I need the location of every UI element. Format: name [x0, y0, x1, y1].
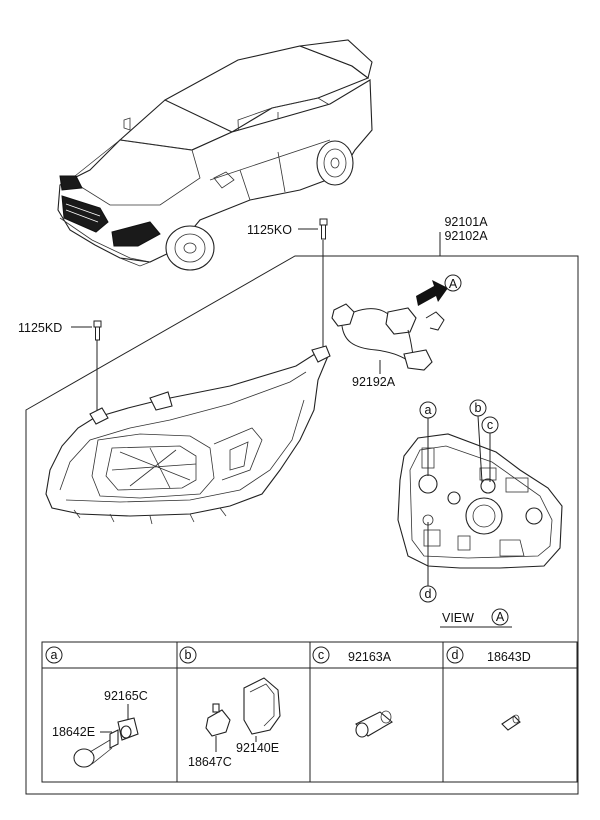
label-18643d: 18643D: [487, 650, 531, 664]
svg-text:c: c: [318, 648, 324, 662]
view-label-marker: [491, 608, 509, 626]
callout-c: c: [481, 416, 499, 482]
wiring-harness: [331, 303, 445, 371]
label-1125kd: 1125KD: [18, 321, 62, 335]
svg-text:A: A: [496, 610, 505, 624]
svg-text:a: a: [425, 403, 432, 417]
svg-text:d: d: [425, 587, 432, 601]
view-arrow-icon: [416, 280, 448, 306]
label-92101a: 92101A: [444, 215, 488, 229]
headlamp-assembly: [45, 345, 331, 525]
table-col-b: b 18647C 92140E: [179, 646, 281, 769]
svg-text:c: c: [487, 418, 493, 432]
bulb-18643d-icon: [501, 715, 521, 731]
svg-text:a: a: [51, 648, 58, 662]
svg-text:d: d: [452, 648, 459, 662]
label-92192a: 92192A: [352, 375, 396, 389]
callout-d: d: [419, 522, 437, 603]
label-92165c: 92165C: [104, 689, 148, 703]
view-label: VIEW: [442, 611, 474, 625]
bulb-18642e-icon: [73, 748, 95, 768]
headlamp-rear-view: [397, 433, 563, 569]
parts-table: [41, 641, 578, 783]
label-1125ko: 1125KO: [247, 223, 292, 237]
label-92102a: 92102A: [444, 229, 488, 243]
callout-b: b: [469, 399, 487, 483]
car-illustration: [57, 39, 373, 271]
svg-text:b: b: [185, 648, 192, 662]
view-marker-circle: [444, 274, 462, 292]
label-92163a: 92163A: [348, 650, 392, 664]
label-18642e: 18642E: [52, 725, 95, 739]
label-92140e: 92140E: [236, 741, 279, 755]
table-col-d: d 18643D: [446, 646, 531, 731]
table-col-a: a 92165C 18642E: [45, 646, 148, 768]
screw-1125ko-icon: [319, 218, 328, 240]
table-col-c: c 92163A: [312, 646, 393, 738]
screw-1125kd-icon: [93, 320, 102, 341]
label-18647c: 18647C: [188, 755, 232, 769]
cover-92140e-icon: [243, 677, 281, 735]
assembly-frame: [25, 255, 579, 795]
svg-text:b: b: [475, 401, 482, 415]
svg-text:A: A: [449, 277, 458, 291]
callout-a: a: [419, 401, 437, 476]
bulb-18647c-icon: [205, 709, 231, 737]
